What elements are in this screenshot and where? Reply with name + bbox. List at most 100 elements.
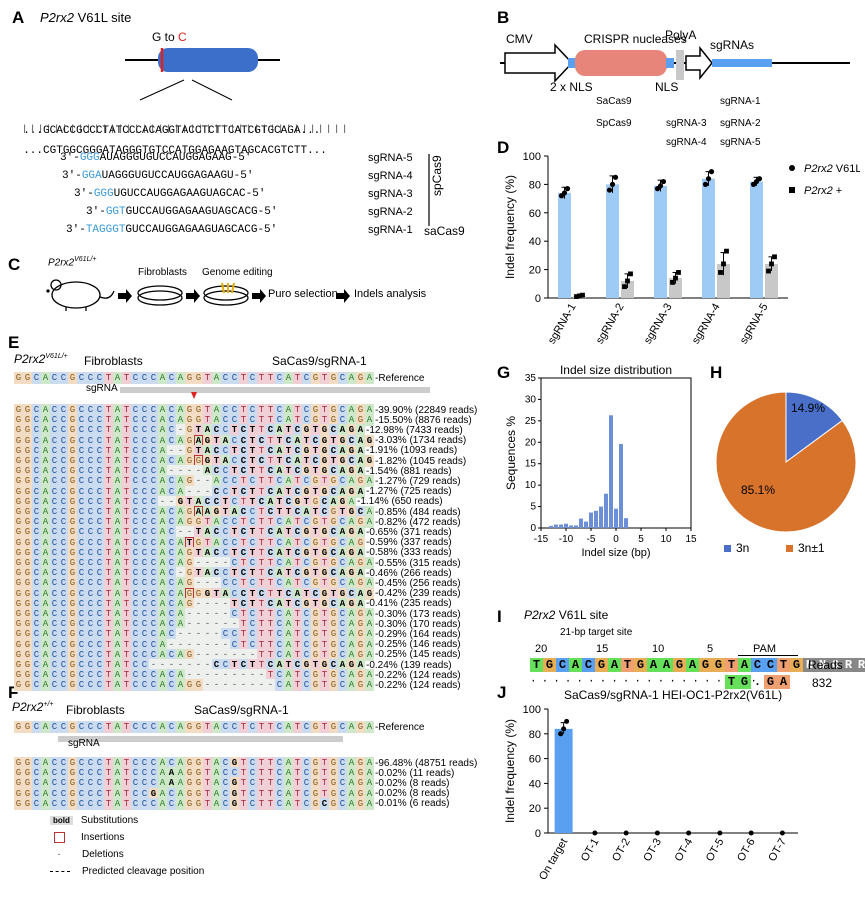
legend-swatch bbox=[724, 545, 731, 552]
histogram-bar bbox=[604, 493, 608, 528]
read-frequency: 0.29% (164 reads) bbox=[378, 628, 461, 640]
i-num-15: 15 bbox=[596, 643, 609, 655]
data-point bbox=[606, 187, 613, 193]
x-tick-label: 5 bbox=[638, 534, 644, 545]
data-point bbox=[558, 731, 564, 737]
data-point bbox=[657, 183, 664, 189]
target-base: T bbox=[777, 658, 790, 672]
bar bbox=[750, 181, 763, 298]
y-tick-label: 100 bbox=[523, 151, 541, 163]
data-point bbox=[779, 830, 785, 836]
data-point bbox=[561, 190, 568, 196]
dish-icon-2 bbox=[203, 282, 249, 306]
read-frequency: 0.59% (337 reads) bbox=[369, 537, 452, 549]
y-tick-label: 60 bbox=[529, 754, 541, 766]
histogram-bar bbox=[554, 524, 558, 528]
bar bbox=[558, 192, 571, 298]
legend-marker bbox=[789, 165, 795, 171]
panel-label-h: H bbox=[710, 363, 723, 382]
bar bbox=[654, 185, 667, 298]
exon-block bbox=[158, 48, 258, 72]
target-base: A bbox=[660, 658, 673, 672]
data-point bbox=[660, 178, 667, 185]
arrow-3 bbox=[252, 289, 266, 303]
mutation-from: G to bbox=[152, 30, 179, 44]
nls-2x bbox=[568, 58, 576, 68]
read-frequency: 1.54% (881 reads) bbox=[369, 465, 452, 477]
data-point bbox=[574, 294, 579, 299]
y-axis-label: Sequences % bbox=[505, 416, 518, 490]
b-enzyme-1: SpCas9 bbox=[596, 118, 632, 129]
nls-label: NLS bbox=[655, 80, 679, 94]
data-point bbox=[705, 176, 712, 182]
data-point bbox=[721, 261, 726, 267]
guide-name: sgRNA-5 bbox=[368, 152, 413, 164]
panel-label-e: E bbox=[8, 333, 20, 352]
data-point bbox=[592, 830, 598, 836]
x-tick-label: sgRNA-3 bbox=[642, 302, 675, 347]
legend-label: P2rx2 + bbox=[804, 185, 842, 197]
e-sgrna-label: sgRNA bbox=[86, 383, 118, 394]
panel-label-c: C bbox=[8, 255, 21, 274]
bar bbox=[702, 178, 715, 298]
read-frequency: 96.48% (48751 reads) bbox=[378, 757, 478, 769]
x-tick-label: OT-4 bbox=[673, 837, 696, 864]
guide-name: sgRNA-2 bbox=[368, 206, 413, 218]
x-tick-label: sgRNA-1 bbox=[546, 302, 579, 347]
legend-label: P2rx2 V61L bbox=[804, 163, 860, 175]
guide-name: sgRNA-1 bbox=[368, 224, 413, 236]
y-tick-label: 100 bbox=[523, 704, 541, 716]
e-genotype: P2rx2V61L/+ bbox=[14, 352, 68, 366]
data-point bbox=[564, 718, 570, 724]
data-point bbox=[654, 830, 660, 836]
f-cells: Fibroblasts bbox=[66, 703, 125, 717]
read-frequency: 0.02% (8 reads) bbox=[378, 777, 450, 789]
fibroblasts-label: Fibroblasts bbox=[138, 267, 187, 278]
target-base: R bbox=[842, 658, 855, 672]
read-frequency: 12.98% (7433 reads) bbox=[369, 424, 463, 436]
read-frequency: 0.25% (146 reads) bbox=[378, 639, 461, 651]
data-point bbox=[623, 830, 629, 836]
histogram-bar bbox=[559, 524, 563, 528]
x-axis-label: Indel size (bp) bbox=[581, 547, 650, 559]
data-point bbox=[748, 830, 754, 836]
mouse-icon bbox=[46, 279, 115, 311]
b-guide-right-2: sgRNA-5 bbox=[720, 137, 761, 148]
histogram-bar bbox=[619, 444, 623, 528]
spcas9-bracket bbox=[428, 154, 430, 226]
y-tick-label: 15 bbox=[525, 459, 537, 470]
pie-slice bbox=[785, 391, 844, 463]
u6-promoter bbox=[685, 45, 713, 81]
cmv-label: CMV bbox=[506, 32, 533, 46]
x-tick-label: -15 bbox=[534, 534, 549, 545]
read-frequency: 0.55% (315 reads) bbox=[378, 557, 461, 569]
read-frequency: 0.58% (333 reads) bbox=[369, 547, 452, 559]
histogram-bar bbox=[589, 512, 593, 528]
read-frequency: 0.02% (11 reads) bbox=[378, 767, 455, 779]
gene-name: P2rx2 bbox=[40, 10, 74, 25]
panel-label-g: G bbox=[497, 363, 511, 382]
b-guide-right-0: sgRNA-1 bbox=[720, 96, 761, 107]
alignment-legend: bold Substitutions Insertions · Deletion… bbox=[50, 815, 480, 895]
reference-label: Reference bbox=[378, 721, 425, 733]
guide-name: sgRNA-3 bbox=[368, 188, 413, 200]
f-enzyme: SaCas9/sgRNA-1 bbox=[194, 703, 289, 717]
b-enzyme-0: SaCas9 bbox=[596, 96, 632, 107]
read-frequency: 1.14% (650 reads) bbox=[360, 496, 443, 508]
histogram-bar bbox=[564, 523, 568, 528]
x-tick-label: 10 bbox=[660, 534, 672, 545]
i-read-dots: ····················· bbox=[530, 676, 774, 688]
